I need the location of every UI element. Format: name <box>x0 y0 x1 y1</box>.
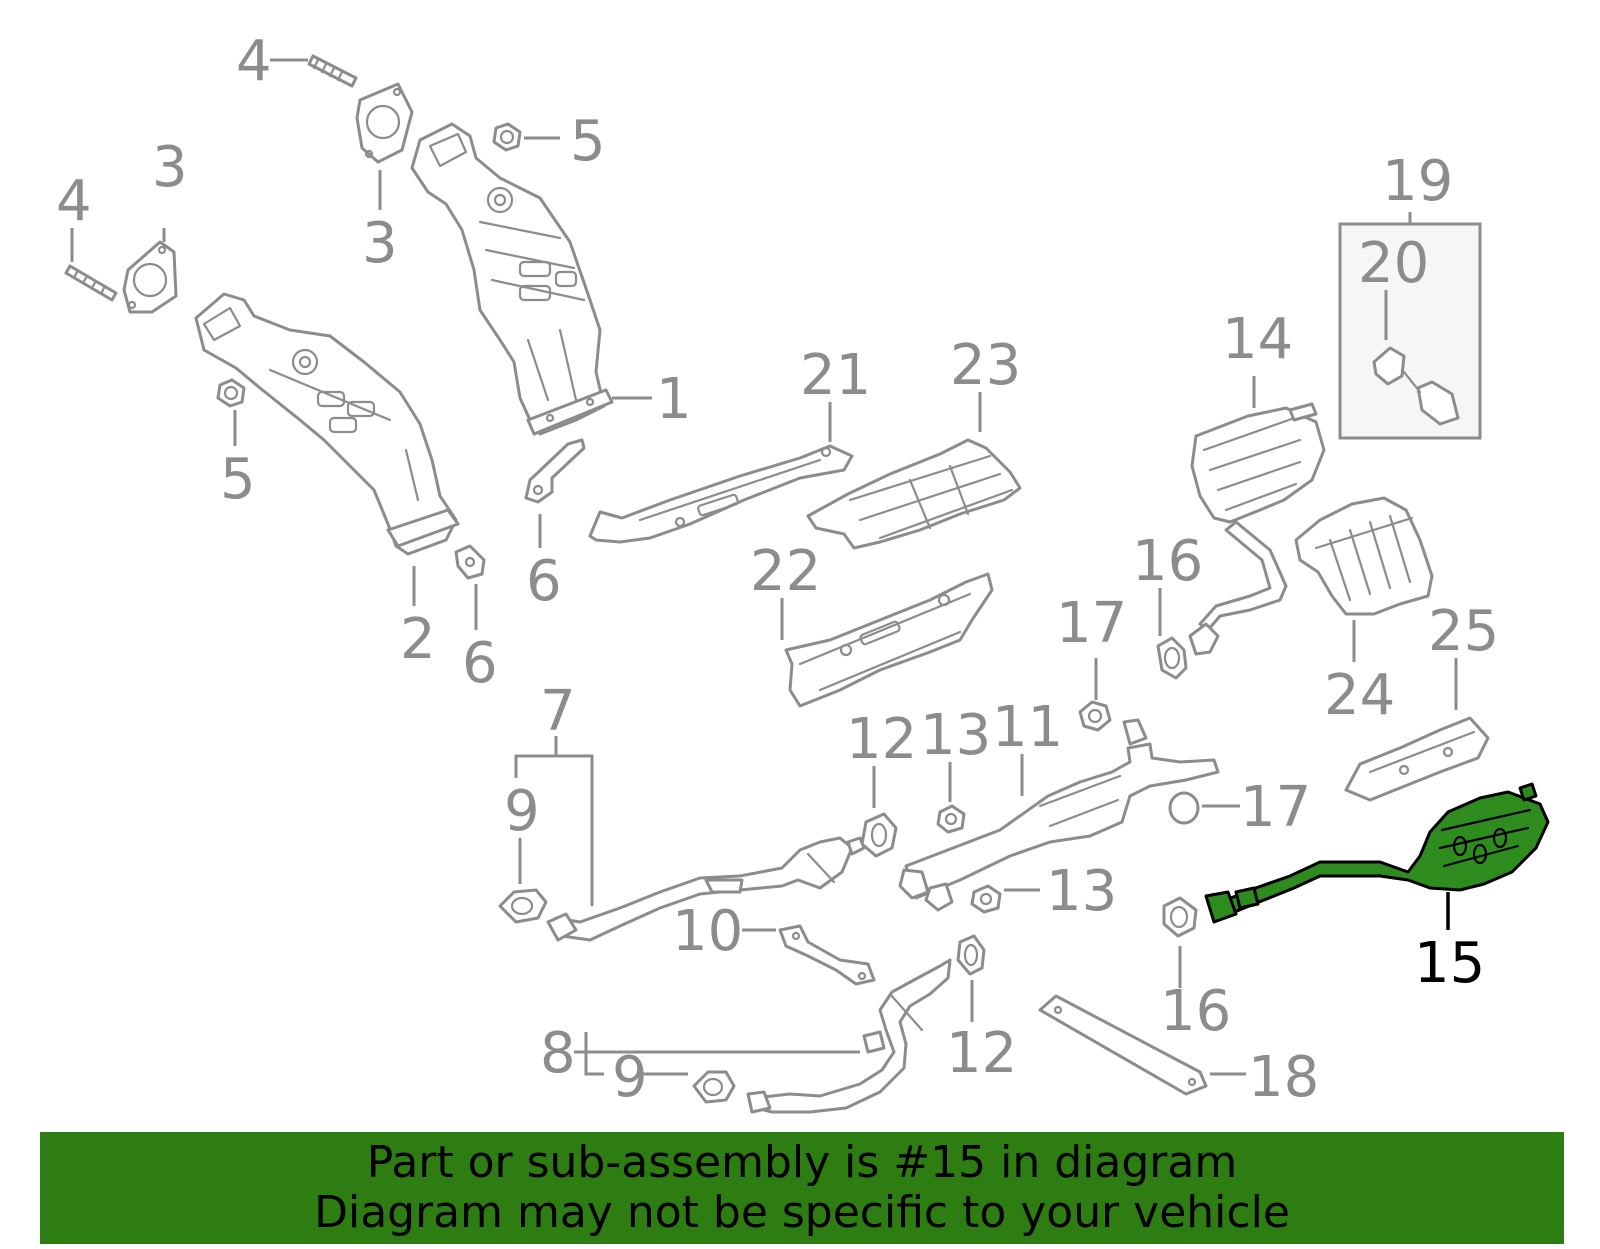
part-12-gasket-lower <box>956 934 986 976</box>
callout-5-upper: 5 <box>570 109 606 174</box>
part-15-muffler-highlighted <box>1204 782 1550 924</box>
callout-13-lower: 13 <box>1046 859 1117 924</box>
part-23-heat-shield <box>806 438 1022 550</box>
part-10-bracket <box>778 924 876 986</box>
part-9-gasket-lower <box>692 1070 736 1104</box>
part-1-catalytic-converter-upper <box>410 122 614 436</box>
part-16-gasket-lower <box>1162 896 1198 938</box>
callout-12-lower: 12 <box>946 1021 1017 1086</box>
part-13-nut-lower <box>970 884 1002 914</box>
callout-4-upper: 4 <box>236 29 272 94</box>
callout-16-upper: 16 <box>1132 529 1203 594</box>
banner-line-1: Part or sub-assembly is #15 in diagram <box>366 1137 1238 1188</box>
callout-15-highlighted: 15 <box>1414 931 1485 996</box>
callout-10: 10 <box>672 899 743 964</box>
part-11-center-pipe <box>898 718 1220 912</box>
callout-5-left: 5 <box>220 447 256 512</box>
part-12-gasket-upper <box>860 812 898 858</box>
callout-2: 2 <box>400 607 436 672</box>
part-6-bracket-upper <box>524 438 586 504</box>
part-20-hanger-bracket <box>1372 346 1460 426</box>
part-13-nut-upper <box>936 804 966 834</box>
part-22-heat-shield <box>784 572 994 708</box>
part-16-gasket-upper <box>1156 636 1188 680</box>
callout-9-lower: 9 <box>612 1045 648 1110</box>
part-24-heat-shield <box>1294 496 1434 616</box>
leader-lines <box>70 58 1458 1076</box>
part-3-gasket-upper <box>355 82 414 164</box>
callout-3-left: 3 <box>152 135 188 200</box>
part-7-front-pipe <box>546 836 866 942</box>
callout-22: 22 <box>750 539 821 604</box>
part-2-catalytic-converter-lower <box>194 292 460 556</box>
callout-14: 14 <box>1222 307 1293 372</box>
part-17-hanger-upper <box>1078 700 1112 732</box>
callout-1: 1 <box>656 367 692 432</box>
part-14-rear-muffler <box>1188 402 1326 656</box>
callout-6-lower: 6 <box>462 631 498 696</box>
callout-4-left: 4 <box>56 169 92 234</box>
part-3-gasket-left <box>122 240 178 314</box>
part-25-heat-shield <box>1344 716 1490 802</box>
part-5-nut-left <box>216 378 246 408</box>
part-17-hanger-lower <box>1168 791 1200 825</box>
callout-11: 11 <box>992 695 1063 760</box>
callout-24: 24 <box>1324 663 1395 728</box>
part-9-gasket-upper <box>498 888 548 924</box>
callout-19: 19 <box>1382 149 1453 214</box>
callout-8: 8 <box>540 1021 576 1086</box>
callout-9-upper: 9 <box>504 779 540 844</box>
callout-17-upper: 17 <box>1056 591 1127 656</box>
part-19-kit-box <box>1338 212 1482 440</box>
callout-12-upper: 12 <box>846 707 917 772</box>
callout-6-upper: 6 <box>526 549 562 614</box>
part-6-bracket-lower <box>454 544 486 580</box>
callout-20: 20 <box>1358 231 1429 296</box>
callout-13-upper: 13 <box>920 703 991 768</box>
banner-line-2: Diagram may not be specific to your vehi… <box>314 1187 1290 1238</box>
callout-3-upper: 3 <box>362 211 398 276</box>
info-banner: Part or sub-assembly is #15 in diagram D… <box>40 1132 1564 1244</box>
callout-25: 25 <box>1428 599 1499 664</box>
part-18-strap <box>1038 994 1208 1096</box>
callout-7: 7 <box>540 679 576 744</box>
part-8-front-pipe <box>746 958 952 1114</box>
callout-labels: 4 3 5 4 3 5 1 2 6 6 21 23 22 14 19 20 16… <box>56 29 1499 1110</box>
callout-16-lower: 16 <box>1160 979 1231 1044</box>
callout-18: 18 <box>1248 1045 1319 1110</box>
callout-17-lower: 17 <box>1240 775 1311 840</box>
callout-23: 23 <box>950 333 1021 398</box>
part-21-heat-shield <box>588 444 854 544</box>
part-4-stud-left <box>64 264 118 302</box>
part-5-nut-upper <box>492 122 522 152</box>
callout-21: 21 <box>800 343 871 408</box>
part-4-stud-upper <box>307 54 358 88</box>
